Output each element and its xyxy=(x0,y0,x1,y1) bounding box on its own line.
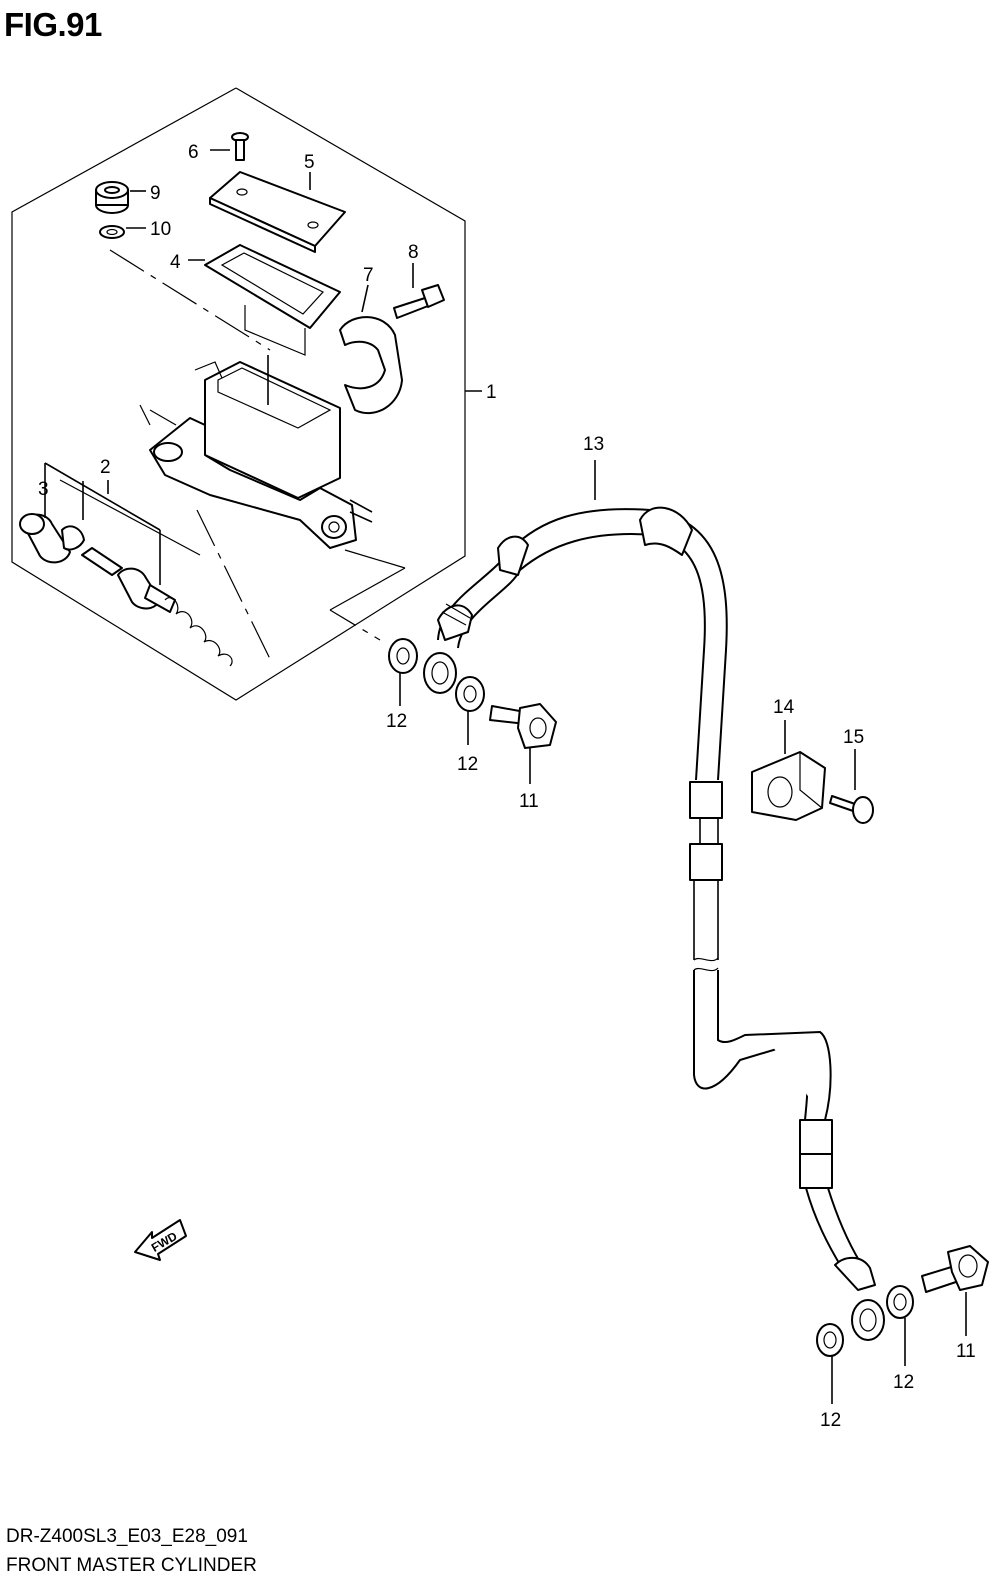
footer-model-code: DR-Z400SL3_E03_E28_091 xyxy=(6,1526,248,1547)
boot-part xyxy=(95,181,146,214)
piston-kit-part xyxy=(19,462,233,667)
master-cylinder-body xyxy=(149,355,373,549)
callout-11a: 11 xyxy=(519,791,539,812)
callout-15: 15 xyxy=(843,727,864,748)
callout-10: 10 xyxy=(150,219,171,240)
clamp-screw-part xyxy=(829,749,874,824)
callout-14: 14 xyxy=(773,697,795,718)
footer-figure-name: FRONT MASTER CYLINDER xyxy=(6,1555,257,1576)
assembly-box xyxy=(11,87,466,701)
diaphragm-part xyxy=(204,244,341,356)
washer-part-d xyxy=(886,1285,914,1366)
callout-labels: 1 2 3 4 5 6 7 8 9 10 11 11 12 12 12 12 1… xyxy=(38,142,976,1431)
small-washer-part xyxy=(99,225,146,239)
callout-6: 6 xyxy=(188,142,199,163)
screw-part xyxy=(210,132,249,161)
union-bolt-part-b xyxy=(921,1245,989,1336)
callout-12d: 12 xyxy=(893,1372,914,1393)
callout-8: 8 xyxy=(408,242,419,263)
reservoir-cap-part xyxy=(209,171,346,253)
washer-part-c xyxy=(816,1323,844,1404)
washer-part-b xyxy=(455,676,485,745)
callout-13: 13 xyxy=(583,434,604,455)
figure-title: FIG.91 xyxy=(4,6,102,43)
callout-9: 9 xyxy=(150,183,161,204)
callout-3: 3 xyxy=(38,479,49,500)
callout-12a: 12 xyxy=(386,711,407,732)
fwd-arrow-icon: FWD xyxy=(134,1219,187,1261)
callout-1: 1 xyxy=(486,382,497,403)
callout-4: 4 xyxy=(170,252,181,273)
callout-12b: 12 xyxy=(457,754,478,775)
callout-11b: 11 xyxy=(956,1341,976,1362)
washer-part-a xyxy=(388,638,418,706)
holder-bolt-part xyxy=(393,263,445,319)
callout-leaders xyxy=(188,172,482,392)
union-bolt-part-a xyxy=(489,703,557,784)
callout-2: 2 xyxy=(100,457,111,478)
callout-7: 7 xyxy=(363,265,374,286)
holder-part xyxy=(339,284,403,415)
brake-hose-part xyxy=(423,460,885,1341)
guide-lines xyxy=(109,249,406,664)
callout-5: 5 xyxy=(304,152,315,173)
callout-12c: 12 xyxy=(820,1410,841,1431)
clamp-part xyxy=(751,720,826,821)
